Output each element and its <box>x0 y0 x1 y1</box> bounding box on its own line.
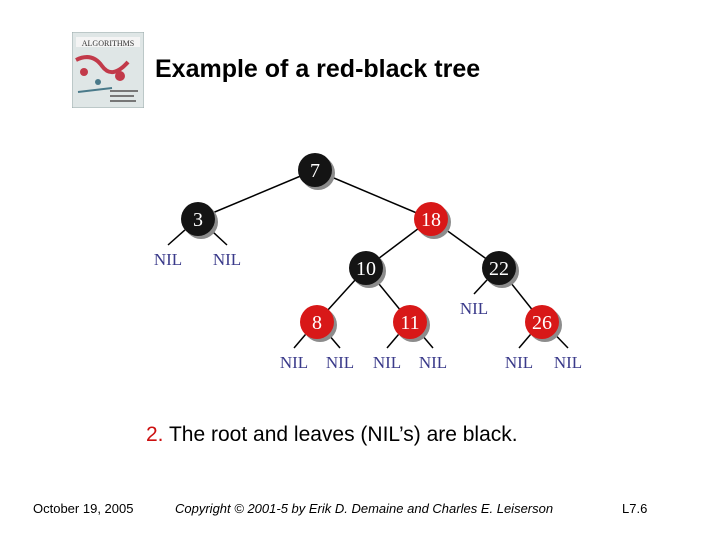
tree-node-11: 11 <box>393 305 430 342</box>
node-key-label: 22 <box>489 258 509 280</box>
nil-leaf-label: NIL <box>326 353 354 372</box>
node-circle-red <box>525 305 559 339</box>
footer-page-number: L7.6 <box>622 501 648 516</box>
nil-leaf-label: NIL <box>419 353 447 372</box>
node-key-label: 7 <box>310 160 320 182</box>
nil-leaf-label: NIL <box>554 353 582 372</box>
node-circle-black <box>349 251 383 285</box>
book-cover-image: ALGORITHMS <box>72 32 144 108</box>
tree-node-8: 8 <box>300 305 337 342</box>
nil-edge <box>518 334 532 349</box>
tree-edge-n7-n18 <box>314 169 432 220</box>
nil-leaf-label: NIL <box>213 250 241 269</box>
node-key-label: 18 <box>421 209 441 231</box>
nil-leaf-label: NIL <box>373 353 401 372</box>
nil-edge <box>167 229 186 246</box>
nil-edges <box>167 229 569 349</box>
node-key-label: 11 <box>400 312 419 334</box>
book-cover-title: ALGORITHMS <box>82 39 134 48</box>
node-circle-black <box>298 153 332 187</box>
tree-edges <box>197 169 543 323</box>
tree-node-22: 22 <box>482 251 519 288</box>
nil-leaf-label: NIL <box>505 353 533 372</box>
node-key-label: 8 <box>312 312 322 334</box>
tree-edge-n7-n3 <box>197 169 316 220</box>
node-circle-red <box>393 305 427 339</box>
node-key-label: 3 <box>193 209 203 231</box>
footer-copyright: Copyright © 2001-5 by Erik D. Demaine an… <box>175 501 554 516</box>
tree-node-3: 3 <box>181 202 218 239</box>
node-circle-red <box>300 305 334 339</box>
nil-leaf-label: NIL <box>154 250 182 269</box>
node-circle-black <box>482 251 516 285</box>
tree-node-18: 18 <box>414 202 451 239</box>
nil-edge <box>386 334 400 349</box>
tree-nodes: 7 3 18 10 22 8 11 26 <box>181 153 562 342</box>
caption-text: The root and leaves (NIL’s) are black. <box>168 423 518 446</box>
caption-number: 2. <box>146 423 164 446</box>
slide-title: Example of a red-black tree <box>155 55 481 83</box>
tree-node-26: 26 <box>525 305 562 342</box>
nil-leaf-label: NIL <box>280 353 308 372</box>
tree-node-10: 10 <box>349 251 386 288</box>
node-circle-red <box>414 202 448 236</box>
tree-node-7: 7 <box>298 153 335 190</box>
nil-edge <box>473 279 488 295</box>
caption: 2. The root and leaves (NIL’s) are black… <box>146 423 518 447</box>
node-key-label: 10 <box>356 258 376 280</box>
node-circle-black <box>181 202 215 236</box>
nil-leaf-label: NIL <box>460 299 488 318</box>
nil-leaves: NIL NIL NIL NIL NIL NIL NIL NIL NIL <box>154 250 582 372</box>
footer-date: October 19, 2005 <box>33 501 134 516</box>
nil-edge <box>293 334 307 349</box>
node-key-label: 26 <box>532 312 552 334</box>
